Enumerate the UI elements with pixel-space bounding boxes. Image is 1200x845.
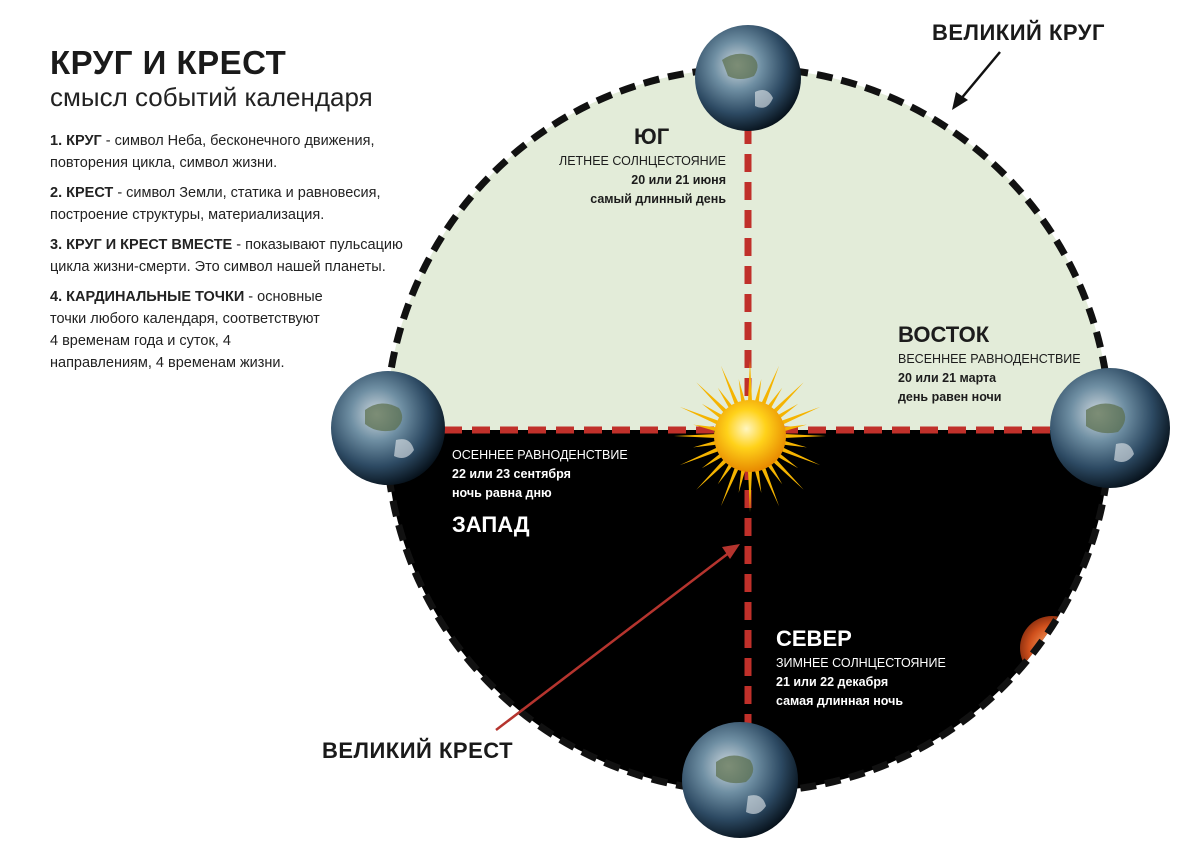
sun-ray <box>767 387 783 409</box>
great-cross-caption: ВЕЛИКИЙ КРЕСТ <box>322 738 514 763</box>
point-3: 3. КРУГ И КРЕСТ ВМЕСТЕ - показывают пуль… <box>50 234 430 278</box>
north-name: СЕВЕР <box>776 626 852 651</box>
south-event: ЛЕТНЕЕ СОЛНЦЕСТОЯНИЕ <box>558 154 726 168</box>
west-event: ОСЕННЕЕ РАВНОДЕНСТВИЕ <box>452 448 628 462</box>
east-name: ВОСТОК <box>898 322 990 347</box>
sun-ray <box>701 403 723 419</box>
point-2-text: - символ Земли, статика и равновесия, по… <box>50 185 381 223</box>
points-list: 1. КРУГ - символ Неба, бесконечного движ… <box>50 130 430 382</box>
north-details: ЗИМНЕЕ СОЛНЦЕСТОЯНИЕ 21 или 22 декабря с… <box>776 654 946 711</box>
sun-ray <box>693 424 718 432</box>
earth-south-icon <box>695 25 801 131</box>
point-4-head: 4. КАРДИНАЛЬНЫЕ ТОЧКИ <box>50 289 245 305</box>
sun-ray <box>783 433 826 439</box>
earth-east-icon <box>1050 368 1170 488</box>
great-circle-arrow-line <box>959 51 1001 101</box>
sun-ray <box>782 440 807 448</box>
sun-ray <box>754 379 762 404</box>
great-cross-arrow-head <box>722 544 740 559</box>
west-note: ночь равна дню <box>452 486 552 500</box>
sun-ray <box>780 447 821 466</box>
great-cross-arrow-line <box>495 551 731 731</box>
sun-ray <box>780 406 821 425</box>
north-event: ЗИМНЕЕ СОЛНЦЕСТОЯНИЕ <box>776 656 946 670</box>
south-note: самый длинный день <box>590 192 726 206</box>
sun-rays <box>674 360 826 512</box>
sun-ray <box>720 466 739 507</box>
sun-ray <box>777 453 799 469</box>
sun-ray <box>717 463 733 485</box>
point-1-text: - символ Неба, бесконечного движения, по… <box>50 133 375 171</box>
sun-ray <box>777 403 799 419</box>
sun-ray <box>720 365 739 406</box>
east-event: ВЕСЕННЕЕ РАВНОДЕНСТВИЕ <box>898 352 1081 366</box>
point-1: 1. КРУГ - символ Неба, бесконечного движ… <box>50 130 430 174</box>
south-details: ЛЕТНЕЕ СОЛНЦЕСТОЯНИЕ 20 или 21 июня самы… <box>559 152 726 209</box>
sun-ray <box>782 424 807 432</box>
point-4-text: - основные точки любого календаря, соотв… <box>50 289 323 371</box>
sun-ray <box>738 379 746 404</box>
north-date: 21 или 22 декабря <box>776 675 889 689</box>
point-2: 2. КРЕСТ - символ Земли, статика и равно… <box>50 182 430 226</box>
south-date: 20 или 21 июня <box>631 173 726 187</box>
sun-ray <box>738 468 746 493</box>
east-note: день равен ночи <box>898 390 1002 404</box>
sun-ray <box>761 365 780 406</box>
sun-ray <box>767 463 783 485</box>
page-subtitle: смысл событий календаря <box>50 82 373 112</box>
point-3-head: 3. КРУГ И КРЕСТ ВМЕСТЕ <box>50 237 233 253</box>
point-1-head: 1. КРУГ <box>50 133 102 149</box>
sun-ray <box>754 468 762 493</box>
sun-ray <box>674 433 717 439</box>
sun-ray <box>679 406 720 425</box>
east-date: 20 или 21 марта <box>898 371 997 385</box>
south-name: ЮГ <box>634 124 670 149</box>
sun-ray <box>772 458 804 490</box>
sun-ray <box>761 466 780 507</box>
great-circle-caption: ВЕЛИКИЙ КРУГ <box>932 20 1105 45</box>
west-name: ЗАПАД <box>452 512 530 537</box>
sun-icon <box>714 400 786 472</box>
earth-north-icon <box>682 722 798 838</box>
sun-ray <box>701 453 723 469</box>
point-4: 4. КАРДИНАЛЬНЫЕ ТОЧКИ - основные точки л… <box>50 286 330 374</box>
point-3-text: - показывают пульсацию цикла жизни-смерт… <box>50 237 403 275</box>
page-title: КРУГ И КРЕСТ <box>50 44 287 81</box>
sun-ray <box>696 382 728 414</box>
earth-west-icon <box>331 371 445 485</box>
sun-ray <box>696 458 728 490</box>
sun-ray <box>747 360 753 403</box>
sun-ray <box>679 447 720 466</box>
great-circle-arrow-head <box>952 92 968 110</box>
sun-ray <box>693 440 718 448</box>
sun-ray <box>717 387 733 409</box>
east-details: ВЕСЕННЕЕ РАВНОДЕНСТВИЕ 20 или 21 марта д… <box>898 350 1081 407</box>
west-details: ОСЕННЕЕ РАВНОДЕНСТВИЕ 22 или 23 сентября… <box>452 446 628 503</box>
north-note: самая длинная ночь <box>776 694 904 708</box>
west-date: 22 или 23 сентября <box>452 467 571 481</box>
sun-ray <box>747 469 753 512</box>
sun-ray <box>772 382 804 414</box>
point-2-head: 2. КРЕСТ <box>50 185 114 201</box>
